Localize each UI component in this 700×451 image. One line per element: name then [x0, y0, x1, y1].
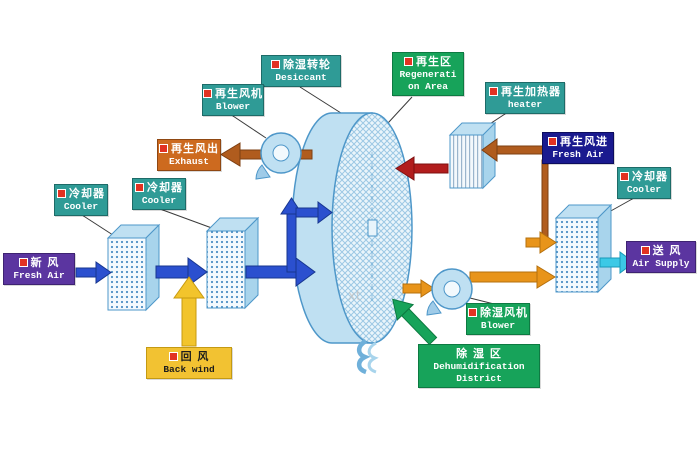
- regen-heater-en: heater: [507, 98, 543, 110]
- air-supply-en: Air Supply: [632, 257, 690, 269]
- fresh-air-zh: 新 风: [30, 256, 60, 269]
- label-dehum-blower: 除湿风机 Blower: [466, 303, 530, 335]
- exhaust-en: Exhaust: [169, 155, 209, 167]
- regen-fresh-en: Fresh Air: [552, 148, 604, 160]
- dehum-blower-zh: 除湿风机: [480, 306, 528, 319]
- label-bullet-icon: [468, 308, 477, 318]
- label-dehum-district: 除 湿 区 Dehumidification District: [418, 344, 540, 388]
- label-regen-fresh-air: 再生风进 Fresh Air: [542, 132, 614, 164]
- label-bullet-icon: [135, 183, 144, 193]
- label-bullet-icon: [620, 172, 629, 182]
- dehum-district-zh: 除 湿 区: [456, 347, 502, 360]
- regen-heater-zh: 再生加热器: [501, 85, 561, 98]
- label-regen-heater: 再生加热器 heater: [485, 82, 565, 114]
- label-exhaust: 再生风出 Exhaust: [157, 139, 221, 171]
- back-wind-zh: 回 风: [180, 350, 210, 363]
- label-air-supply: 送 风 Air Supply: [626, 241, 696, 273]
- cooler-1-zh: 冷却器: [69, 187, 105, 200]
- into-cooler-top-arrow: [525, 237, 541, 248]
- wheel-to-blower-arrow: [402, 283, 422, 294]
- regen-blower-zh: 再生风机: [215, 87, 263, 100]
- regen-into-wheel-arrow: [395, 156, 449, 181]
- label-bullet-icon: [57, 189, 66, 199]
- cooler-right-zh: 冷却器: [632, 170, 668, 183]
- process-air-arrows: [75, 197, 333, 287]
- regen-heater-unit: [448, 121, 497, 190]
- dehum-district-en2: District: [456, 372, 502, 384]
- cooler-2-zh: 冷却器: [147, 181, 183, 194]
- regen-blower-fan: [255, 132, 302, 180]
- label-bullet-icon: [168, 352, 178, 362]
- label-bullet-icon: [203, 89, 212, 99]
- cooler-2-en: Cooler: [141, 194, 177, 206]
- label-desiccant: 除湿转轮 Desiccant: [261, 55, 341, 87]
- fresh-air-arrow: [75, 267, 97, 278]
- label-bullet-icon: [404, 57, 413, 67]
- label-cooler-1: 冷却器 Cooler: [54, 184, 108, 216]
- label-bullet-icon: [548, 137, 557, 147]
- label-regen-blower: 再生风机 Blower: [202, 84, 264, 116]
- regen-area-en2: on Area: [408, 80, 448, 92]
- back-wind-en: Back wind: [163, 363, 215, 375]
- regen-area-zh: 再生区: [416, 55, 452, 68]
- label-cooler-right: 冷却器 Cooler: [617, 167, 671, 199]
- back-wind-arrow: [173, 276, 205, 347]
- supply-air-arrows: [402, 231, 557, 298]
- bypass-up-arrow: [286, 211, 297, 273]
- exhaust-zh: 再生风出: [171, 142, 219, 155]
- desiccant-zh: 除湿转轮: [283, 58, 331, 71]
- upper-wheel-inlet-arrow: [295, 207, 319, 218]
- label-regen-area: 再生区 Regenerati on Area: [392, 52, 464, 96]
- regen-inlet-down-line: [541, 159, 549, 243]
- wheel-spindle: [367, 219, 378, 237]
- district-pointer-arrow: [392, 298, 438, 346]
- regen-area-en1: Regenerati: [399, 68, 457, 80]
- scroll-curl-icon: [356, 339, 379, 375]
- label-bullet-icon: [18, 258, 28, 268]
- fresh-air-en: Fresh Air: [13, 269, 65, 281]
- label-cooler-2: 冷却器 Cooler: [132, 178, 186, 210]
- blower-to-cooler-arrow: [469, 271, 538, 283]
- cooler1-to-cooler2-arrow: [155, 265, 189, 279]
- regen-blower-en: Blower: [215, 100, 251, 112]
- cooler-right-unit: [554, 203, 613, 294]
- watermark: xt: [348, 289, 361, 304]
- air-supply-zh: 送 风: [652, 244, 682, 257]
- cooler-right-en: Cooler: [626, 183, 662, 195]
- label-bullet-icon: [271, 60, 280, 70]
- dehum-blower-fan: [426, 268, 473, 316]
- label-bullet-icon: [489, 87, 498, 97]
- label-fresh-air: 新 风 Fresh Air: [3, 253, 75, 285]
- desiccant-en: Desiccant: [275, 71, 327, 83]
- cooler-2-unit: [205, 216, 260, 310]
- dehum-blower-en: Blower: [480, 319, 516, 331]
- label-back-wind: 回 风 Back wind: [146, 347, 232, 379]
- desiccant-wheel: [291, 112, 413, 344]
- cooler-1-unit: [106, 223, 161, 312]
- label-bullet-icon: [640, 246, 650, 256]
- label-bullet-icon: [159, 144, 168, 154]
- dehum-district-en1: Dehumidification: [433, 360, 525, 372]
- cooler-1-en: Cooler: [63, 200, 99, 212]
- regen-fresh-zh: 再生风进: [560, 135, 608, 148]
